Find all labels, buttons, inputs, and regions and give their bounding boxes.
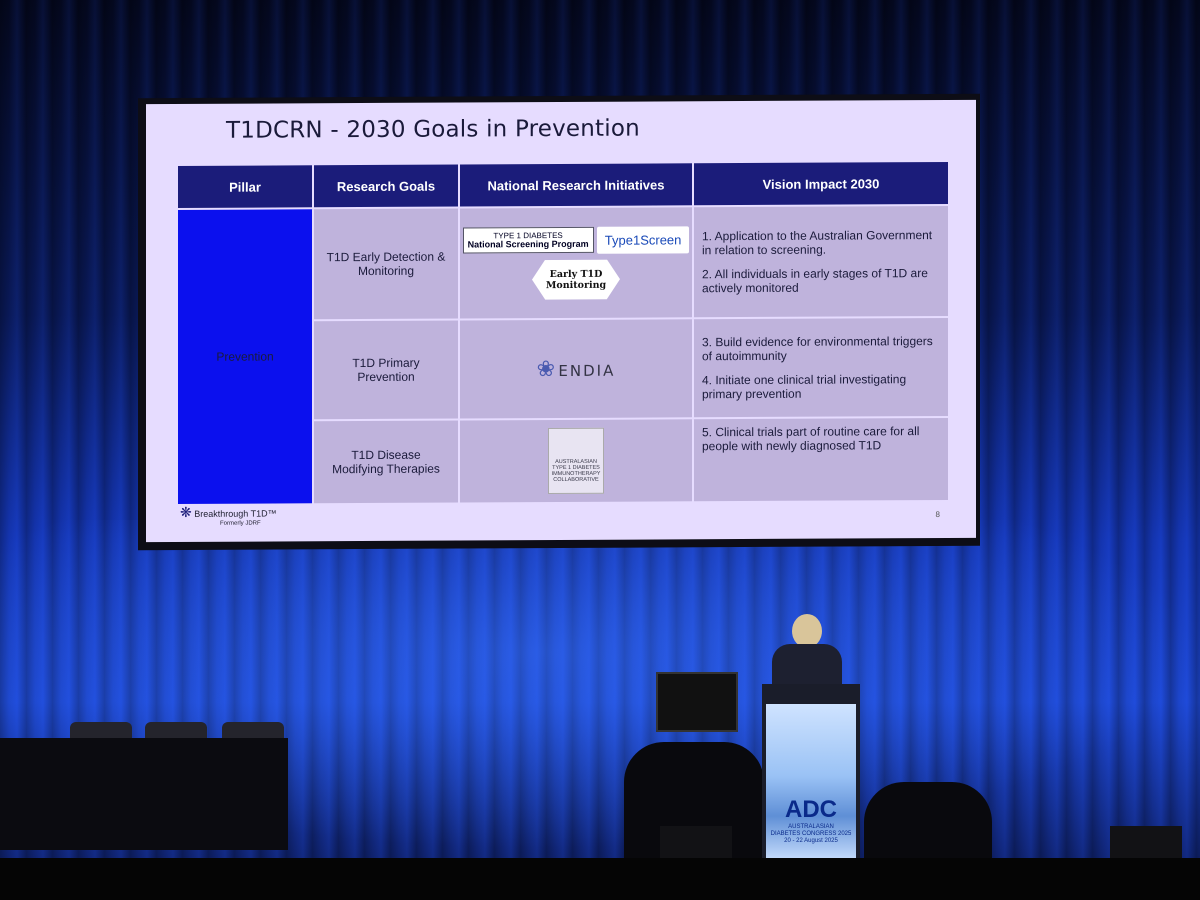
slide-title: T1DCRN - 2030 Goals in Prevention — [226, 115, 640, 144]
slide-number: 8 — [935, 510, 940, 520]
brand-name: Breakthrough T1D™ — [194, 508, 277, 519]
type1screen-logo: Type1Screen — [596, 225, 690, 254]
vision-item: 4. Initiate one clinical trial investiga… — [702, 372, 907, 402]
goals-table: Pillar Research Goals National Research … — [176, 160, 950, 506]
speaker-person — [772, 614, 842, 688]
podium-line: AUSTRALASIAN — [788, 824, 834, 830]
initiatives-cell: ❀ ENDIA — [459, 318, 693, 420]
podium-line: DIABETES CONGRESS 2025 — [770, 831, 852, 837]
pillar-cell: Prevention — [177, 208, 313, 506]
stage-monitor — [656, 672, 738, 732]
chair — [70, 722, 132, 740]
adc-logo: ADC — [785, 796, 837, 823]
research-goal: T1D Disease Modifying Therapies — [313, 419, 459, 505]
early-monitoring-hexagon: Early T1D Monitoring — [532, 259, 620, 299]
research-goal: T1D Early Detection & Monitoring — [313, 207, 459, 321]
podium-banner: ADC AUSTRALASIAN DIABETES CONGRESS 2025 … — [766, 704, 856, 864]
initiatives-cell: AUSTRALASIAN TYPE 1 DIABETES IMMUNOTHERA… — [459, 418, 693, 504]
podium-line: 20 - 22 August 2025 — [784, 838, 838, 844]
podium: ADC AUSTRALASIAN DIABETES CONGRESS 2025 … — [762, 684, 860, 870]
header-initiatives: National Research Initiatives — [459, 162, 693, 208]
brand-subtitle: Formerly JDRF — [220, 520, 261, 527]
vision-item: 5. Clinical trials part of routine care … — [702, 424, 920, 454]
vision-cell: 3. Build evidence for environmental trig… — [693, 316, 949, 419]
projection-screen: T1DCRN - 2030 Goals in Prevention Pillar… — [138, 93, 980, 551]
chair — [145, 722, 207, 740]
vision-item: 2. All individuals in early stages of T1… — [702, 266, 928, 296]
logo-text: National Screening Program — [467, 238, 589, 250]
initiatives-cell: TYPE 1 DIABETES National Screening Progr… — [459, 206, 693, 320]
vision-cell: 5. Clinical trials part of routine care … — [693, 416, 949, 503]
header-pillar: Pillar — [177, 164, 313, 210]
research-goal: T1D Primary Prevention — [313, 319, 459, 421]
chair — [222, 722, 284, 740]
breakthrough-logo: ❋ Breakthrough T1D™ Formerly JDRF — [180, 503, 277, 527]
speaker-body — [772, 644, 842, 688]
stage-floor — [0, 858, 1200, 900]
table-row: Prevention T1D Early Detection & Monitor… — [177, 204, 949, 506]
side-table — [864, 782, 992, 872]
vision-item: 3. Build evidence for environmental trig… — [702, 334, 933, 364]
header-vision: Vision Impact 2030 — [693, 160, 949, 207]
header-research-goals: Research Goals — [313, 163, 459, 209]
sunburst-icon: ❋ — [180, 503, 192, 520]
panel-table — [0, 738, 288, 850]
vision-cell: 1. Application to the Australian Governm… — [693, 204, 949, 319]
table-header-row: Pillar Research Goals National Research … — [177, 160, 949, 210]
endia-logo: ENDIA — [558, 361, 616, 381]
national-screening-logo: TYPE 1 DIABETES National Screening Progr… — [462, 226, 594, 254]
speaker-head — [792, 614, 822, 648]
immunotherapy-collaborative-logo: AUSTRALASIAN TYPE 1 DIABETES IMMUNOTHERA… — [548, 427, 604, 495]
endia-icon: ❀ — [536, 356, 556, 382]
vision-item: 1. Application to the Australian Governm… — [702, 228, 933, 258]
presentation-slide: T1DCRN - 2030 Goals in Prevention Pillar… — [146, 99, 976, 543]
